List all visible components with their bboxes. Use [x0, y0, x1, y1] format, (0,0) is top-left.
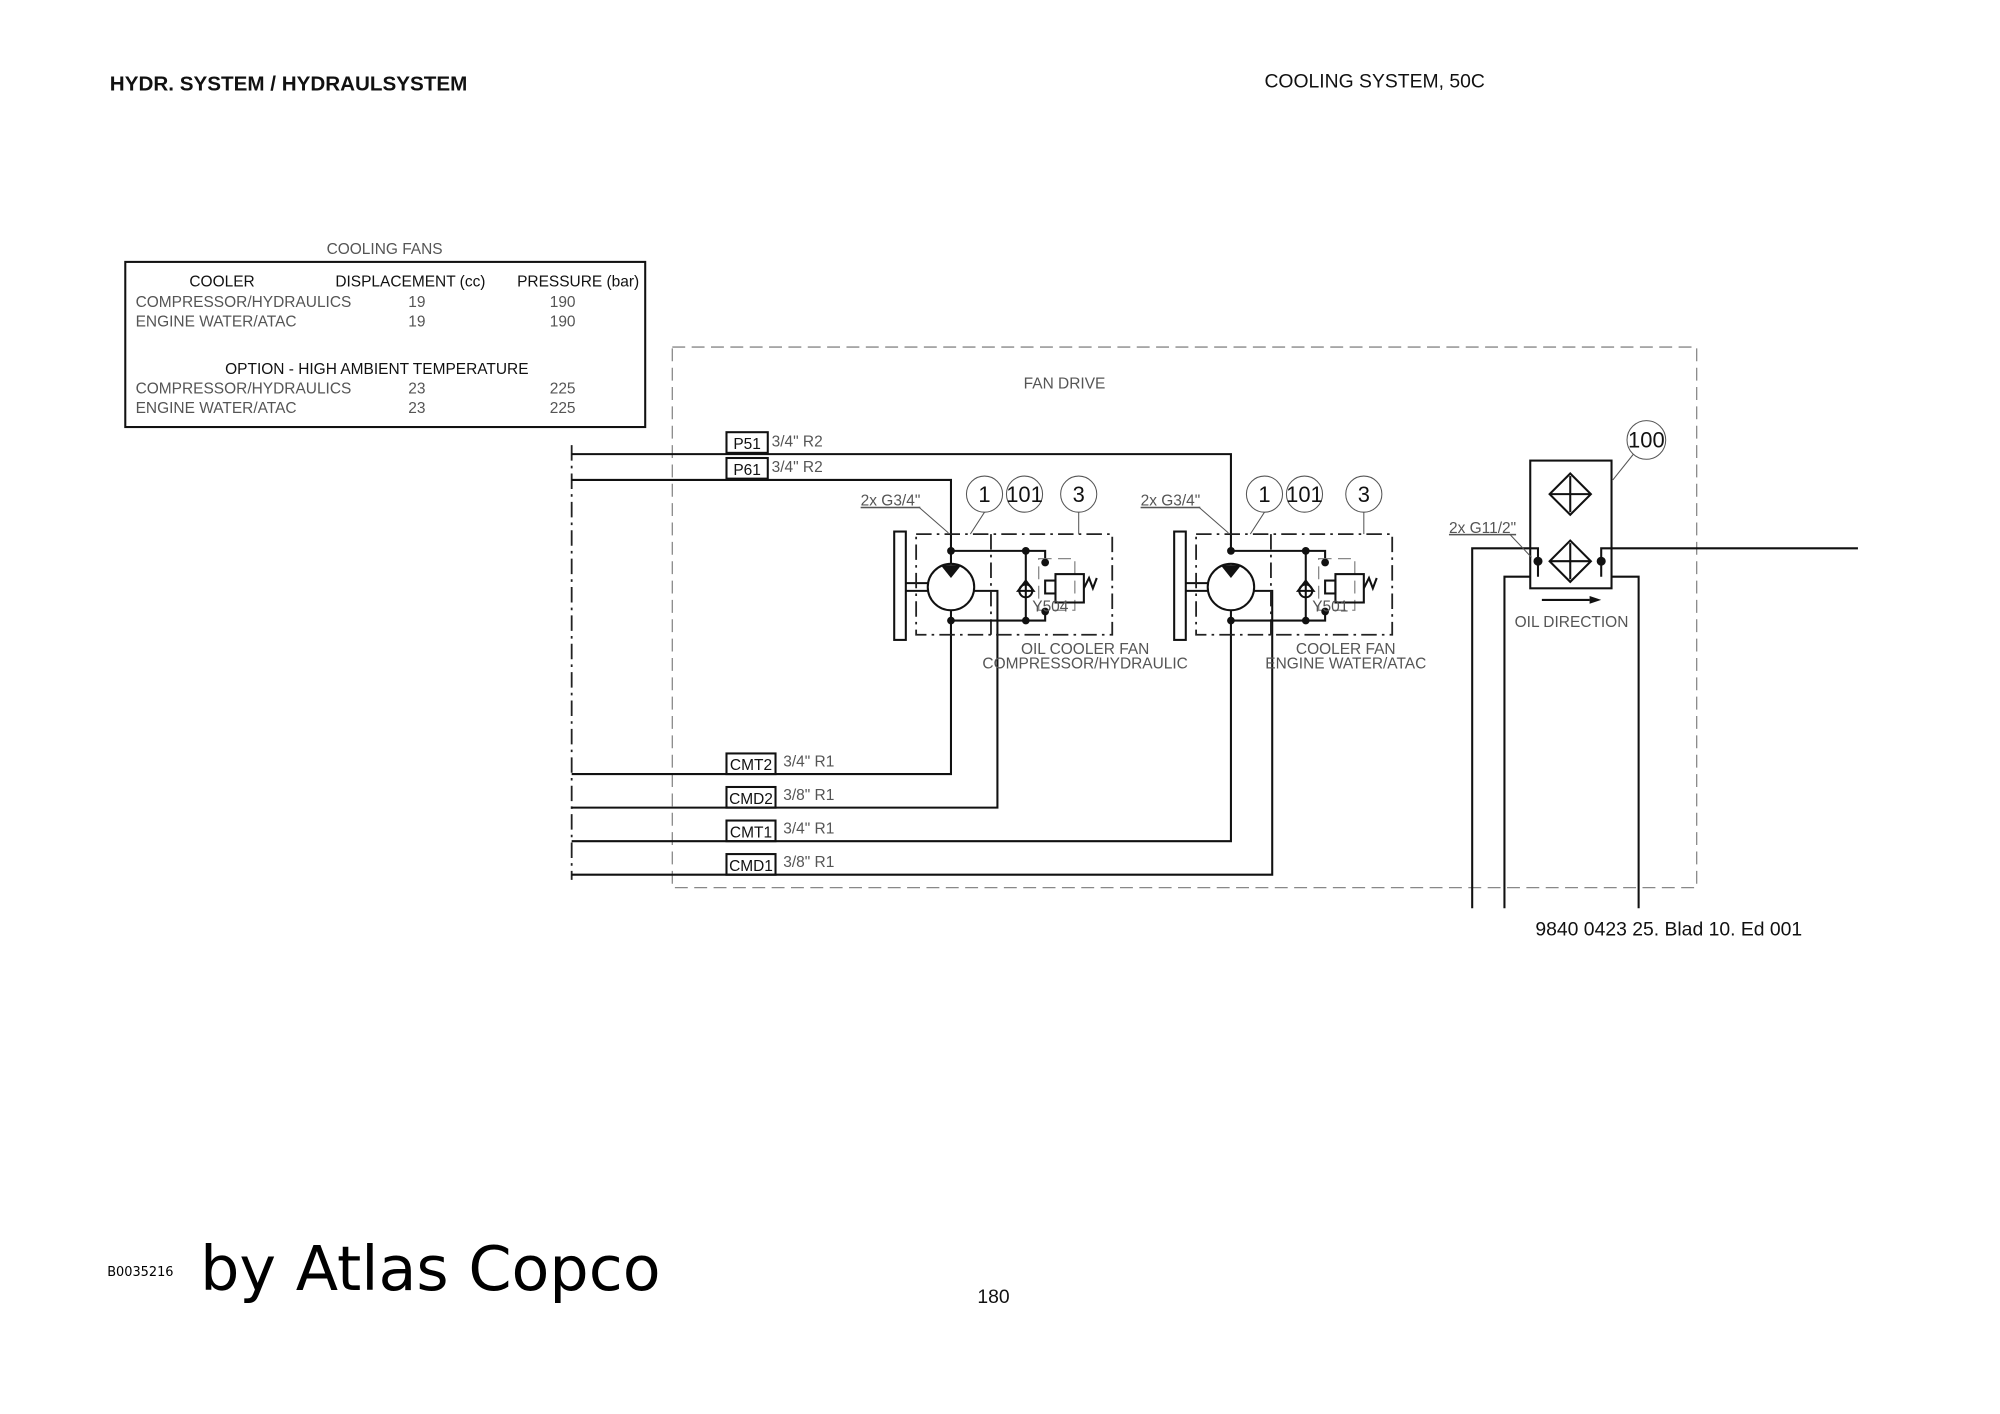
cell: 225	[550, 400, 576, 417]
thread-spec: 2x G11/2"	[1449, 520, 1516, 537]
cell: 19	[408, 294, 425, 311]
fan-blade-icon	[893, 530, 907, 641]
heat-exchanger-icon	[1548, 472, 1593, 517]
col-header-pressure: PRESSURE (bar)	[517, 273, 639, 290]
port-tag: CMD2	[729, 791, 773, 808]
cell: ENGINE WATER/ATAC	[136, 400, 297, 417]
table-frame	[124, 260, 647, 429]
cell: 23	[408, 380, 425, 397]
cell: 190	[550, 313, 576, 330]
line-cmt1	[571, 620, 1232, 843]
unit-caption: OIL COOLER FAN	[1021, 641, 1149, 658]
page-subtitle: COOLING SYSTEM, 50C	[1264, 71, 1484, 93]
oil-cooler-100: 100 2x G11/2" OIL DIRECTION	[1449, 420, 1858, 909]
port-tag: P61	[733, 462, 761, 479]
cell: 23	[408, 400, 425, 417]
port-tag: CMT2	[730, 757, 772, 774]
section-title: HYDR. SYSTEM / HYDRAULSYSTEM	[110, 72, 468, 95]
fan-drive-boundary	[671, 346, 1698, 889]
oil-direction-label: OIL DIRECTION	[1515, 614, 1629, 631]
drawing-number: 9840 0423 25. Blad 10. Ed 001	[1535, 918, 1802, 940]
cell: ENGINE WATER/ATAC	[136, 313, 297, 330]
port-cmd2: CMD2 3/8" R1	[725, 785, 834, 809]
cell: 190	[550, 294, 576, 311]
option-heading: OPTION - HIGH AMBIENT TEMPERATURE	[225, 361, 528, 378]
document-code: B0035216	[107, 1265, 173, 1280]
fan-motor-unit-2: Y501 2x G3/4" 1 101 3 COOLER FAN ENGINE …	[1141, 475, 1426, 672]
brand-text: by Atlas Copco	[200, 1233, 661, 1305]
cell: 225	[550, 380, 576, 397]
callout-3: 3	[1358, 482, 1370, 507]
line-cmt2	[571, 620, 953, 776]
line-cmd2	[571, 589, 999, 809]
valve-id: Y501	[1312, 599, 1348, 616]
col-header-displacement: DISPLACEMENT (cc)	[335, 273, 485, 290]
port-spec: 3/4" R2	[772, 459, 823, 476]
thread-spec: 2x G3/4"	[1141, 493, 1201, 510]
col-header-cooler: COOLER	[189, 273, 254, 290]
callout-100: 100	[1628, 428, 1665, 453]
port-cmt2: CMT2 3/4" R1	[725, 752, 834, 776]
port-p51: P51 3/4" R2	[725, 431, 823, 454]
cell: 19	[408, 313, 425, 330]
table-title: COOLING FANS	[327, 241, 443, 258]
port-tag: CMT1	[730, 824, 772, 841]
line-p61	[571, 478, 953, 551]
callout-1: 1	[1258, 482, 1270, 507]
thread-spec: 2x G3/4"	[861, 493, 921, 510]
unit-caption: COMPRESSOR/HYDRAULIC	[982, 655, 1187, 672]
page-number: 180	[977, 1286, 1009, 1308]
unit-caption: ENGINE WATER/ATAC	[1265, 655, 1426, 672]
fan-drive-label: FAN DRIVE	[1024, 375, 1106, 392]
port-spec: 3/8" R1	[783, 787, 834, 804]
port-spec: 3/4" R1	[783, 820, 834, 837]
callout-1: 1	[978, 482, 990, 507]
line-p51	[571, 453, 1232, 551]
port-spec: 3/4" R1	[783, 753, 834, 770]
fan-motor-unit-1: Y504 2x G3/4" 1 101 3 OIL COOLER FAN COM…	[861, 475, 1188, 672]
callout-101: 101	[1286, 482, 1323, 507]
cell: COMPRESSOR/HYDRAULICS	[136, 294, 352, 311]
port-cmd1: CMD1 3/8" R1	[725, 853, 834, 876]
cell: COMPRESSOR/HYDRAULICS	[136, 380, 352, 397]
callout-3: 3	[1073, 482, 1085, 507]
valve-id: Y504	[1032, 599, 1069, 616]
port-p61: P61 3/4" R2	[725, 456, 823, 480]
callout-101: 101	[1006, 482, 1043, 507]
port-cmt1: CMT1 3/4" R1	[725, 819, 834, 843]
unit-caption: COOLER FAN	[1296, 641, 1396, 658]
port-spec: 3/4" R2	[772, 433, 823, 450]
port-tag: P51	[733, 436, 761, 453]
port-tag: CMD1	[729, 858, 773, 875]
fan-blade-icon	[1173, 530, 1187, 641]
cooling-fans-table: COOLING FANS COOLER DISPLACEMENT (cc) PR…	[124, 241, 647, 429]
line-cmd1	[571, 589, 1274, 876]
port-spec: 3/8" R1	[783, 854, 834, 871]
heat-exchanger-icon	[1548, 539, 1593, 584]
